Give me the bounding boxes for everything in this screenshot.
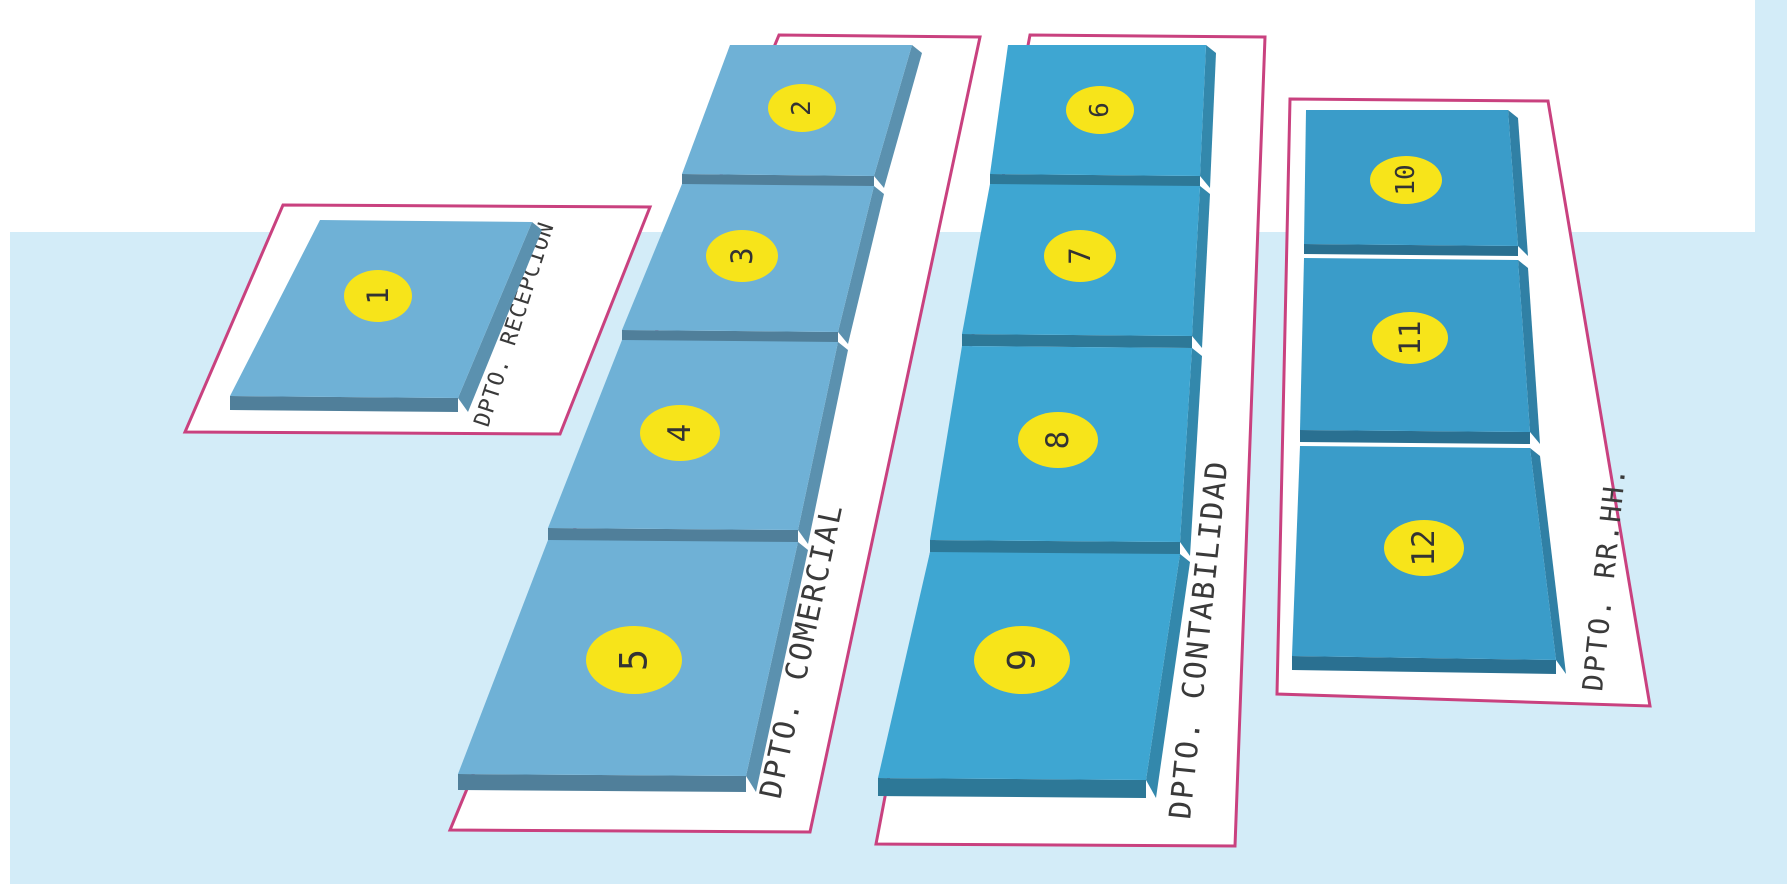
desk-number: 12 <box>1406 529 1442 566</box>
desk-number: 10 <box>1391 164 1421 195</box>
desk-6: 6 <box>990 45 1216 188</box>
desk-number-badge <box>706 230 778 282</box>
desk-side-edge <box>1200 45 1216 188</box>
desk-front-edge <box>1300 430 1530 444</box>
desk-front-edge <box>548 528 798 544</box>
desk-number: 1 <box>361 287 395 304</box>
desk-side-edge <box>1518 260 1540 444</box>
desk-12: 12 <box>1292 446 1566 674</box>
desk-7: 7 <box>962 184 1210 348</box>
desk-number-badge <box>1372 312 1448 364</box>
desk-number-badge <box>344 270 412 322</box>
desk-side-edge <box>874 45 922 188</box>
desk-number-badge <box>586 626 682 694</box>
desk-number-badge <box>1384 520 1464 576</box>
desk-9: 9 <box>878 552 1190 798</box>
desk-front-edge <box>1304 244 1518 256</box>
desk-side-edge <box>1508 110 1528 256</box>
desk-1: 1 <box>230 220 542 412</box>
desk-side-edge <box>1146 554 1190 798</box>
desk-side-edge <box>838 186 884 344</box>
desk-number: 6 <box>1085 102 1115 118</box>
desk-front-edge <box>962 334 1192 348</box>
desk-side-edge <box>798 342 848 544</box>
desk-2: 2 <box>682 45 922 188</box>
desk-number-badge <box>768 84 836 132</box>
desk-11: 11 <box>1300 258 1540 444</box>
desk-number: 4 <box>662 424 698 443</box>
desk-10: 10 <box>1304 110 1528 256</box>
desk-number: 2 <box>787 100 817 116</box>
desk-number-badge <box>974 626 1070 694</box>
desk-number-badge <box>1066 86 1134 134</box>
desk-number-badge <box>1018 412 1098 468</box>
desk-side-edge <box>458 222 542 412</box>
desk-front-edge <box>1292 656 1556 674</box>
desk-number-badge <box>1044 230 1116 282</box>
desk-front-edge <box>930 540 1180 556</box>
background-right-strip <box>1755 0 1787 884</box>
desk-side-edge <box>1180 348 1202 556</box>
desk-number: 8 <box>1040 431 1076 450</box>
desk-number: 9 <box>1001 649 1044 671</box>
desk-side-edge <box>1192 186 1210 348</box>
desk-3: 3 <box>622 184 884 344</box>
desk-number: 3 <box>725 247 759 264</box>
desk-4: 4 <box>548 340 848 544</box>
desk-front-edge <box>230 396 458 412</box>
desk-side-edge <box>746 542 808 792</box>
desk-number: 7 <box>1063 247 1097 264</box>
desk-number-badge <box>640 405 720 461</box>
desk-number: 11 <box>1393 321 1427 356</box>
desk-side-edge <box>1530 448 1566 674</box>
desk-number: 5 <box>613 649 656 671</box>
desk-8: 8 <box>930 346 1202 556</box>
desk-front-edge <box>458 774 746 792</box>
desk-number-badge <box>1370 156 1442 204</box>
desk-front-edge <box>878 778 1146 798</box>
desk-5: 5 <box>458 540 808 792</box>
